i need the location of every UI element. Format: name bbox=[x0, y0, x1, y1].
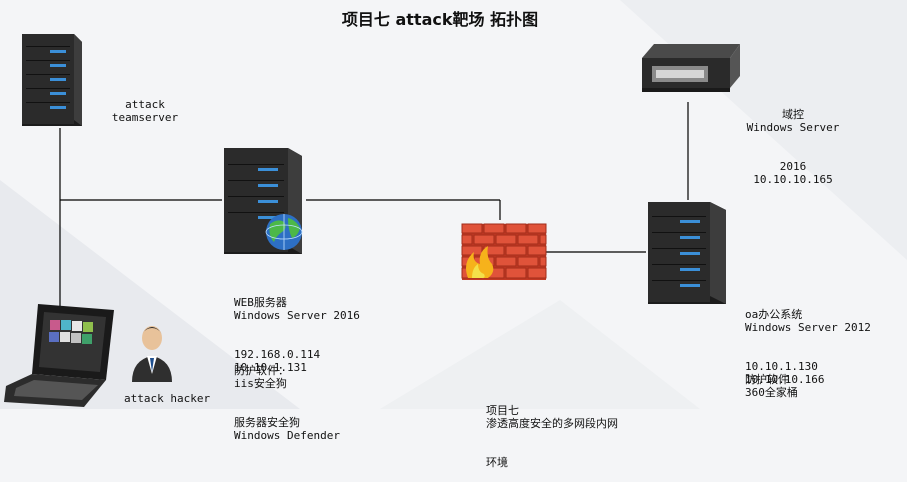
flame-icon bbox=[466, 246, 494, 278]
hacker-avatar-icon bbox=[132, 326, 172, 382]
web-server-icon bbox=[224, 148, 303, 254]
hacker-label: attack hacker bbox=[124, 392, 211, 405]
hacker-laptop-icon bbox=[4, 304, 114, 407]
teamserver-server-icon bbox=[22, 34, 82, 126]
diagram-title: 项目七 attack靶场 拓扑图 bbox=[341, 10, 539, 29]
domain-controller-icon bbox=[642, 44, 740, 92]
project-note: 项目七渗透高度安全的多网段内网 环境 bbox=[486, 404, 618, 469]
oa-server-icon bbox=[648, 202, 726, 304]
connection-lines bbox=[59, 102, 689, 309]
firewall-icon bbox=[461, 223, 547, 280]
